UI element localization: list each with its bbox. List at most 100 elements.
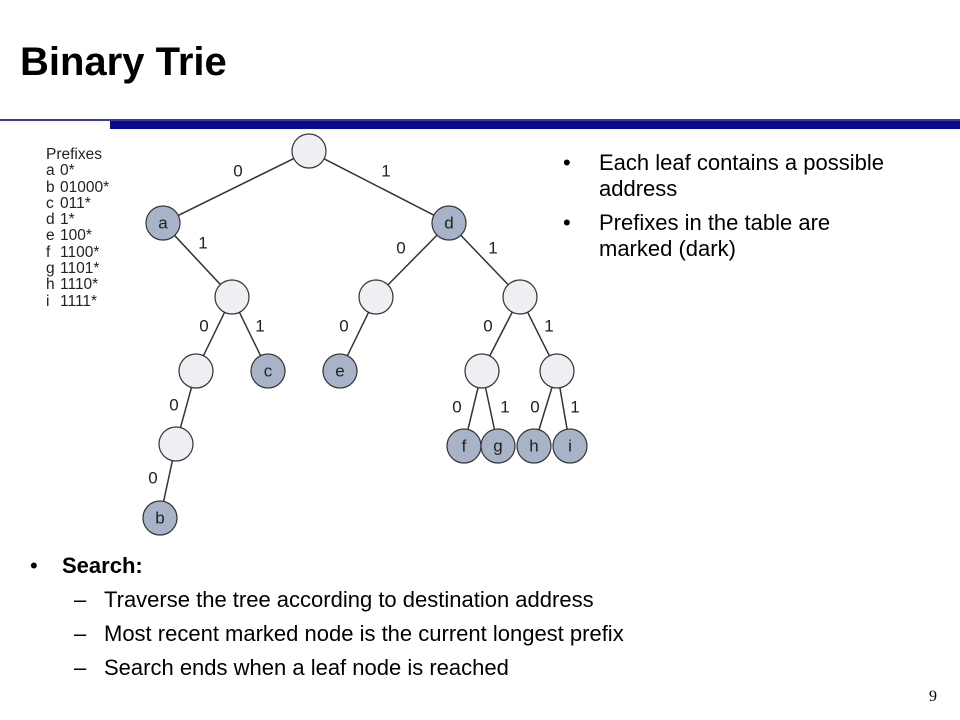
prefix-key: e xyxy=(46,227,55,245)
prefix-value: 100* xyxy=(60,227,92,245)
bullet-icon: • xyxy=(563,150,571,175)
trie-node xyxy=(464,353,500,389)
edge-bit-label: 0 xyxy=(169,395,178,414)
notes-list: • Each leaf contains a possible address … xyxy=(563,150,903,270)
edge-bit-label: 1 xyxy=(570,397,579,416)
prefix-key: d xyxy=(46,211,55,229)
prefix-value: 011* xyxy=(60,194,91,212)
edge-bit-label: 1 xyxy=(488,238,497,257)
prefix-key: h xyxy=(46,276,55,294)
edge-bit-label: 0 xyxy=(339,316,348,335)
slide-title: Binary Trie xyxy=(20,40,227,84)
prefix-value: 1101* xyxy=(60,260,100,278)
node-label: c xyxy=(264,361,273,380)
search-step: – Traverse the tree according to destina… xyxy=(30,583,624,617)
bullet-icon: • xyxy=(563,210,571,235)
node-label: i xyxy=(568,436,572,455)
title-underline-bar xyxy=(110,121,960,129)
edge-bit-label: 0 xyxy=(530,397,539,416)
note-item: • Each leaf contains a possible address xyxy=(563,150,903,202)
trie-edge xyxy=(174,234,221,286)
prefix-row: i 1111* xyxy=(46,292,109,310)
prefix-key: i xyxy=(46,292,50,310)
trie-node-marked xyxy=(250,353,286,389)
edge-bit-label: 0 xyxy=(452,397,461,416)
trie-node-marked xyxy=(552,428,588,464)
dash-icon: – xyxy=(74,621,87,646)
edge-bit-label: 0 xyxy=(148,468,157,487)
edge-bit-label: 1 xyxy=(255,316,264,335)
trie-edge xyxy=(238,311,262,357)
prefix-value: 1100* xyxy=(60,243,100,261)
prefix-row: g 1101* xyxy=(46,260,109,278)
search-step: – Most recent marked node is the current… xyxy=(30,617,624,651)
trie-node-marked xyxy=(145,205,181,241)
prefix-value: 0* xyxy=(60,162,75,180)
trie-edge xyxy=(526,311,551,357)
prefix-value: 1110* xyxy=(60,276,99,294)
node-label: a xyxy=(158,213,168,232)
trie-node-marked xyxy=(431,205,467,241)
trie-edge xyxy=(467,387,479,430)
prefix-value: 1* xyxy=(60,211,75,229)
trie-node xyxy=(358,279,394,315)
note-text: Each leaf contains a possible address xyxy=(599,150,884,201)
prefix-key: c xyxy=(46,194,54,212)
bullet-icon: • xyxy=(30,553,38,578)
trie-edge xyxy=(387,234,438,286)
trie-node-marked xyxy=(142,500,178,536)
trie-node xyxy=(502,279,538,315)
search-section: • Search: – Traverse the tree according … xyxy=(30,549,624,685)
edge-bit-label: 0 xyxy=(233,161,242,180)
edge-bit-label: 0 xyxy=(199,316,208,335)
trie-edge xyxy=(202,311,226,357)
trie-edge xyxy=(177,157,295,217)
prefix-row: b 01000* xyxy=(46,178,110,196)
node-label: d xyxy=(444,213,453,232)
node-label: e xyxy=(335,361,344,380)
node-label: g xyxy=(493,436,502,455)
trie-node xyxy=(539,353,575,389)
trie-node xyxy=(158,426,194,462)
dash-icon: – xyxy=(74,587,87,612)
edge-bit-label: 1 xyxy=(500,397,509,416)
edge-bit-label: 0 xyxy=(396,238,405,257)
trie-node xyxy=(178,353,214,389)
edge-bit-label: 1 xyxy=(544,316,553,335)
trie-edge xyxy=(489,311,513,357)
dash-icon: – xyxy=(74,655,87,680)
prefix-value: 1111* xyxy=(60,292,98,310)
trie-edge xyxy=(460,234,509,286)
prefix-key: a xyxy=(46,162,55,180)
search-step-text: Most recent marked node is the current l… xyxy=(104,621,624,646)
node-label: h xyxy=(529,436,538,455)
trie-edge xyxy=(484,387,496,430)
page-number: 9 xyxy=(929,688,937,705)
edge-bit-label: 1 xyxy=(198,233,207,252)
trie-edge xyxy=(559,387,568,430)
search-heading-text: Search: xyxy=(62,553,143,578)
trie-node xyxy=(291,133,327,169)
search-step: – Search ends when a leaf node is reache… xyxy=(30,651,624,685)
prefix-row: d 1* xyxy=(46,211,109,229)
note-text: Prefixes in the table are marked (dark) xyxy=(599,210,831,261)
trie-edge xyxy=(538,387,553,430)
search-step-text: Traverse the tree according to destinati… xyxy=(104,587,594,612)
node-label: f xyxy=(462,436,467,455)
prefix-key: b xyxy=(46,178,55,196)
title-underline-thin xyxy=(0,119,960,121)
prefix-value: 01000* xyxy=(60,178,110,196)
prefix-row: c 011* xyxy=(46,194,109,212)
trie-node-marked xyxy=(480,428,516,464)
search-step-text: Search ends when a leaf node is reached xyxy=(104,655,509,680)
trie-edge xyxy=(323,158,435,216)
trie-edge xyxy=(162,460,174,502)
edge-bit-label: 0 xyxy=(483,316,492,335)
prefix-key: g xyxy=(46,260,55,278)
node-label: b xyxy=(155,508,164,527)
prefix-table-header: Prefixes xyxy=(46,146,102,163)
search-heading: • Search: xyxy=(30,549,624,583)
